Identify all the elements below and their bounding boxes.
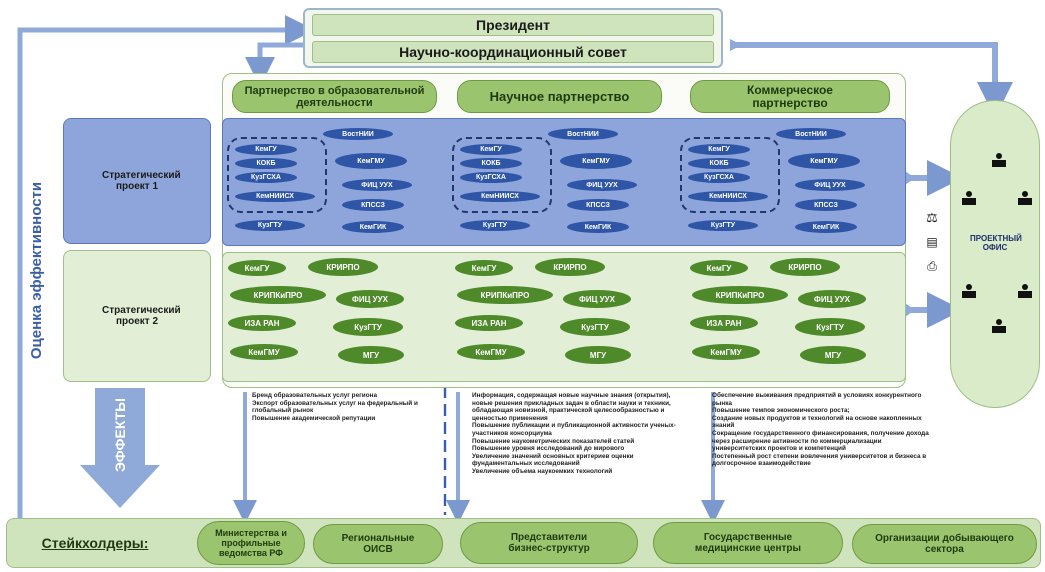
scales-icon: ⚖ bbox=[926, 210, 938, 225]
strategic-project-2: Стратегический проект 2 bbox=[63, 250, 211, 382]
council-to-columns-arrow bbox=[245, 42, 310, 87]
org-pill: КемГИК bbox=[342, 221, 404, 233]
org-pill: КПССЗ bbox=[567, 199, 629, 211]
org-group-outline bbox=[227, 137, 327, 213]
org-pill: ИЗА РАН bbox=[455, 315, 523, 331]
council-to-office-arrow bbox=[735, 42, 1013, 118]
org-pill: ИЗА РАН bbox=[228, 315, 296, 331]
org-pill: КемГУ bbox=[455, 260, 513, 276]
org-pill: МГУ bbox=[565, 346, 631, 364]
person-at-desk-icon bbox=[1016, 190, 1034, 206]
org-pill: КемГУ bbox=[690, 260, 748, 276]
org-pill: КемГУ bbox=[228, 260, 286, 276]
org-pill: ФИЦ УУХ bbox=[798, 290, 866, 308]
org-pill: КемГУ bbox=[688, 144, 750, 155]
org-pill: ФИЦ УУХ bbox=[795, 179, 865, 191]
org-pill: ВостНИИ bbox=[548, 128, 618, 140]
org-pill: КОКБ bbox=[688, 158, 750, 169]
stakeholder-mining: Организации добывающего сектора bbox=[852, 524, 1037, 564]
person-at-desk-icon bbox=[960, 190, 978, 206]
org-pill: КемГМУ bbox=[230, 344, 298, 360]
org-pill: КемГУ bbox=[460, 144, 522, 155]
org-pill: КемГМУ bbox=[692, 344, 760, 360]
org-pill: КемНИИСХ bbox=[688, 191, 768, 202]
effects-label-box: ЭФФЕКТЫ bbox=[98, 398, 142, 472]
search-document-icon: ⎙ bbox=[927, 258, 937, 273]
project-office-label: ПРОЕКТНЫЙ ОФИС bbox=[970, 234, 1022, 252]
org-pill: ФИЦ УУХ bbox=[563, 290, 631, 308]
org-pill: КОКБ bbox=[460, 158, 522, 169]
stakeholders-label: Стейкхолдеры: bbox=[41, 535, 149, 551]
org-pill: КемГУ bbox=[235, 144, 297, 155]
org-group-outline bbox=[680, 137, 780, 213]
org-pill: ИЗА РАН bbox=[690, 315, 758, 331]
document-icon: ▤ bbox=[926, 235, 938, 249]
project-office bbox=[950, 100, 1040, 408]
org-pill: ФИЦ УУХ bbox=[567, 179, 637, 191]
efficiency-label: Оценка эффективности bbox=[28, 181, 46, 359]
org-pill: КузГСХА bbox=[460, 172, 522, 183]
org-pill: КузГСХА bbox=[235, 172, 297, 183]
org-pill: КРИРПО bbox=[535, 258, 605, 276]
org-pill: КПССЗ bbox=[342, 199, 404, 211]
org-pill: КемГИК bbox=[795, 221, 857, 233]
org-pill: КРИПКиПРО bbox=[692, 286, 788, 304]
effects-commercial: Обеспечение выживания предприятий в усло… bbox=[712, 392, 929, 468]
org-pill: КемНИИСХ bbox=[235, 191, 315, 202]
org-pill: МГУ bbox=[800, 346, 866, 364]
feedback-arrow bbox=[17, 15, 315, 520]
org-pill: КузГТУ bbox=[235, 220, 305, 231]
president-box: Президент bbox=[312, 14, 714, 36]
council-box: Научно-координационный совет bbox=[312, 41, 714, 63]
person-at-desk-icon bbox=[990, 152, 1008, 168]
org-pill: ФИЦ УУХ bbox=[342, 179, 412, 191]
effects-science: Информация, содержащая новые научные зна… bbox=[472, 392, 676, 475]
org-pill: ВостНИИ bbox=[776, 128, 846, 140]
column-title-education: Партнерство в образовательной деятельнос… bbox=[232, 80, 437, 113]
org-pill: ВостНИИ bbox=[323, 128, 393, 140]
org-group-outline bbox=[452, 137, 552, 213]
org-pill: КузГТУ bbox=[795, 318, 865, 336]
org-pill: ФИЦ УУХ bbox=[336, 290, 404, 308]
president-label: Президент bbox=[476, 17, 550, 33]
org-pill: КузГТУ bbox=[460, 220, 530, 231]
efficiency-label-box: Оценка эффективности bbox=[22, 150, 52, 390]
org-pill: КузГТУ bbox=[333, 318, 403, 336]
stakeholder-regional: Региональные ОИСВ bbox=[313, 524, 443, 564]
org-pill: КузГТУ bbox=[560, 318, 630, 336]
strategic-project-1: Стратегический проект 1 bbox=[63, 118, 211, 244]
org-pill: КемГМУ bbox=[560, 153, 632, 169]
council-label: Научно-координационный совет bbox=[399, 44, 627, 60]
org-pill: МГУ bbox=[338, 346, 404, 364]
org-pill: КемГМУ bbox=[335, 153, 407, 169]
project-1-band bbox=[222, 118, 906, 246]
stakeholder-medical: Государственные медицинские центры bbox=[653, 522, 843, 564]
column-title-commercial: Коммерческое партнерство bbox=[690, 80, 890, 113]
org-pill: КузГСХА bbox=[688, 172, 750, 183]
person-at-desk-icon bbox=[960, 283, 978, 299]
org-pill: КемГМУ bbox=[457, 344, 525, 360]
org-pill: КРИПКиПРО bbox=[457, 286, 553, 304]
effects-education: Бренд образовательных услуг региона Эксп… bbox=[252, 392, 418, 422]
person-at-desk-icon bbox=[990, 318, 1008, 334]
org-pill: КемНИИСХ bbox=[460, 191, 540, 202]
org-pill: КузГТУ bbox=[688, 220, 758, 231]
effects-label: ЭФФЕКТЫ bbox=[112, 398, 129, 472]
org-pill: КОКБ bbox=[235, 158, 297, 169]
org-pill: КПССЗ bbox=[795, 199, 857, 211]
effects-arrow bbox=[80, 388, 160, 508]
person-at-desk-icon bbox=[1016, 283, 1034, 299]
org-pill: КемГМУ bbox=[788, 153, 860, 169]
org-pill: КемГИК bbox=[567, 221, 629, 233]
column-title-science: Научное партнерство bbox=[457, 80, 662, 113]
org-pill: КРИРПО bbox=[308, 258, 378, 276]
org-pill: КРИПКиПРО bbox=[230, 286, 326, 304]
stakeholder-ministries: Министерства и профильные ведомства РФ bbox=[197, 521, 305, 565]
stakeholder-business: Представители бизнес-структур bbox=[460, 522, 638, 564]
org-pill: КРИРПО bbox=[770, 258, 840, 276]
